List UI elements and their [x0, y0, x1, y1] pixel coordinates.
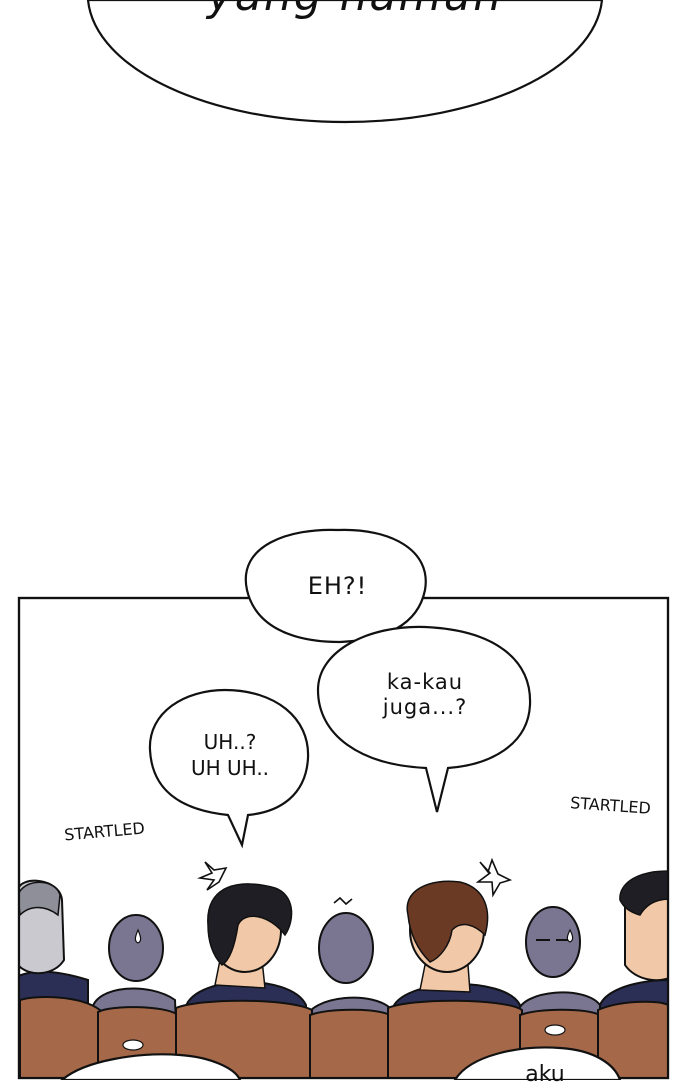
kakau-line-2: juga...?	[382, 695, 468, 719]
top-bubble-text: yang namun	[175, 0, 535, 21]
top-speech-bubble	[86, 0, 604, 124]
kakau-line-1: ka-kau	[386, 670, 464, 694]
shock-mark-center	[333, 896, 353, 906]
speech-bubble-bottom-left	[60, 1053, 242, 1080]
shock-mark-right	[475, 857, 513, 898]
shock-mark-left	[197, 861, 228, 891]
speech-bubble-kakau	[316, 625, 532, 813]
uh-line-2: UH UH..	[190, 756, 270, 780]
speech-bubble-eh	[244, 528, 427, 644]
uh-line-1: UH..?	[203, 730, 257, 754]
seat-row	[20, 996, 667, 1077]
speech-bubble-bottom-right	[453, 1046, 622, 1080]
bottom-right-text: aku	[525, 1062, 565, 1087]
eh-text: EH?!	[307, 572, 368, 600]
speech-bubble-uh	[148, 688, 310, 849]
